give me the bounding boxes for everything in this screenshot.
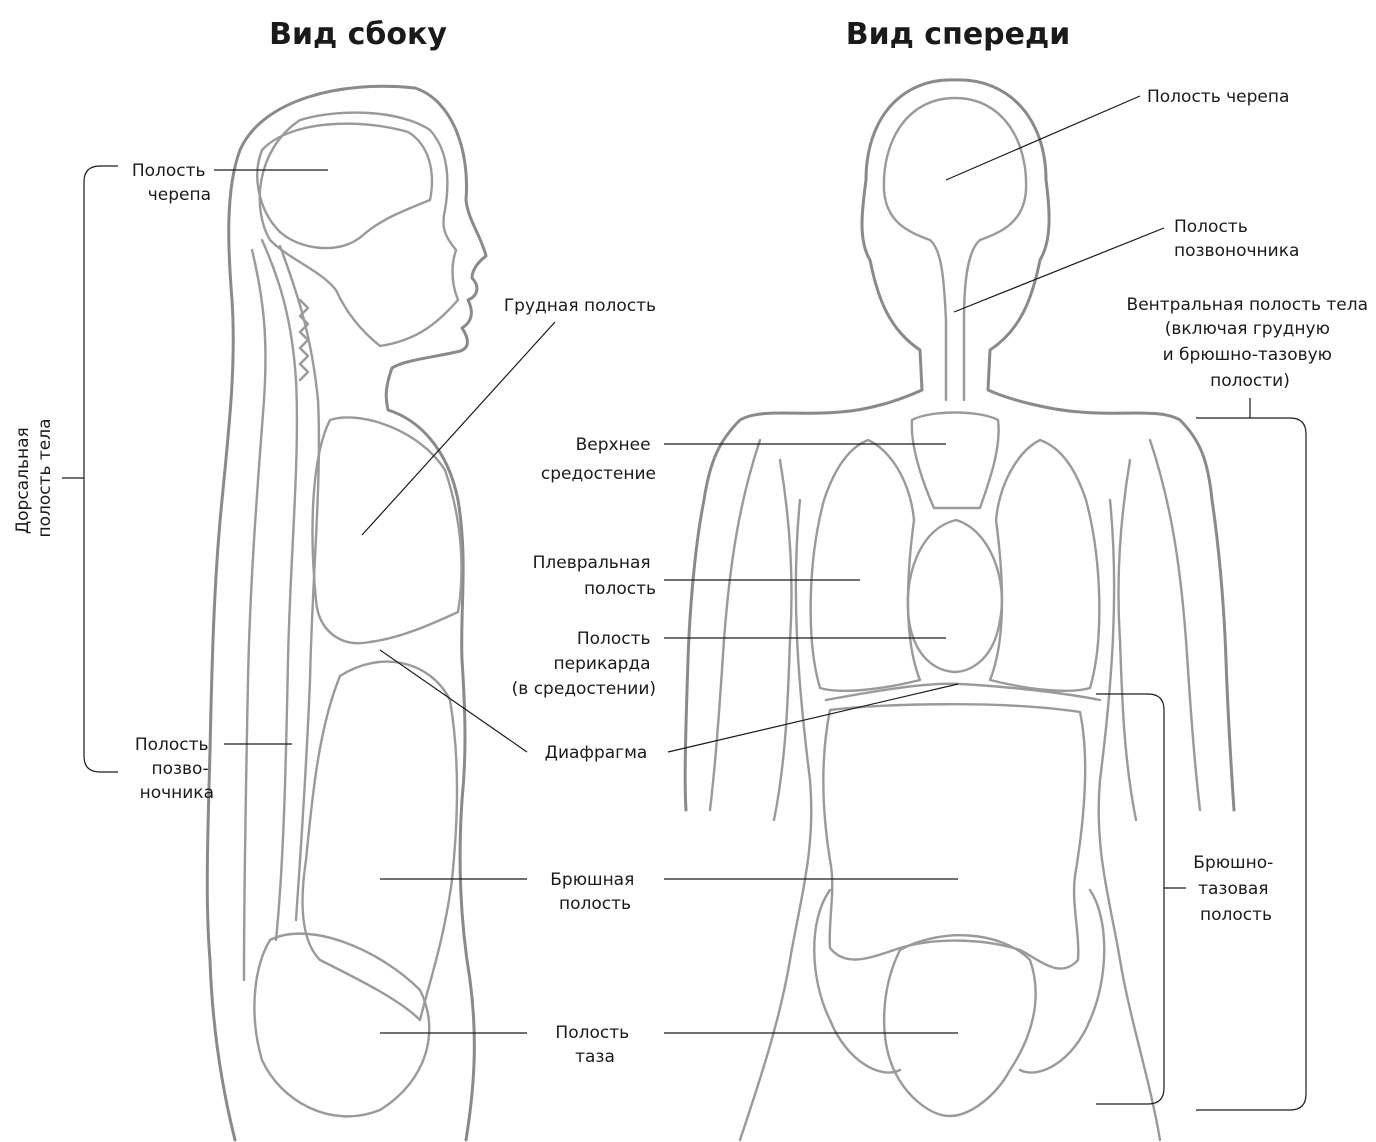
front-left-lung <box>811 440 920 691</box>
label-dorsal-cavity: Дорсальная полость тела <box>13 418 55 537</box>
front-superior-mediastinum <box>912 413 999 509</box>
label-side-cranial: Полость черепа <box>132 161 211 205</box>
front-view-title: Вид спереди <box>846 17 1071 52</box>
label-diaphragm: Диафрагма <box>545 743 648 763</box>
label-abdominopelvic: Брюшно- тазовая полость <box>1193 853 1278 925</box>
front-abdominal-cavity <box>823 704 1085 968</box>
label-front-cranial: Полость черепа <box>1147 87 1289 107</box>
side-view-title: Вид сбоку <box>269 17 447 52</box>
leader-lines <box>214 96 1164 1033</box>
front-right-lung <box>990 440 1099 691</box>
side-head-inner <box>260 113 458 346</box>
dorsal-bracket <box>62 166 118 772</box>
side-cranial-cavity <box>257 124 432 248</box>
label-side-thoracic: Грудная полость <box>504 296 656 316</box>
label-abdominal: Брюшная полость <box>550 870 640 914</box>
front-left-arm-inner <box>710 440 792 820</box>
label-pelvic: Полость таза <box>555 1023 634 1067</box>
label-pericardial: Полость перикарда (в средостении) <box>512 629 656 699</box>
front-torso-outline <box>740 500 1160 1140</box>
leader-diaphragm-front <box>668 684 958 752</box>
front-pelvic-cavity <box>884 935 1036 1116</box>
front-view-figure <box>685 80 1234 1140</box>
front-hip-bones <box>814 890 1104 1073</box>
front-right-arm-inner <box>1118 440 1200 820</box>
side-view-figure <box>207 86 486 1140</box>
side-pelvic-cavity <box>254 934 429 1117</box>
label-pleural: Плевральная полость <box>533 553 656 599</box>
side-abdominal-cavity <box>303 662 457 1020</box>
label-superior-mediastinum: Верхнее средостение <box>541 435 656 484</box>
leader-front-cranial <box>946 96 1140 180</box>
front-pericardial-cavity <box>908 520 1002 672</box>
label-front-vertebral: Полость позвоночника <box>1174 217 1299 261</box>
label-ventral-cavity: Вентральная полость тела (включая грудну… <box>1127 295 1374 391</box>
front-cranial-cavity <box>884 98 1026 400</box>
label-side-vertebral: Полость позво- ночника <box>135 735 214 803</box>
side-back-line <box>244 250 266 980</box>
side-spinal-canal-outer <box>262 240 297 940</box>
